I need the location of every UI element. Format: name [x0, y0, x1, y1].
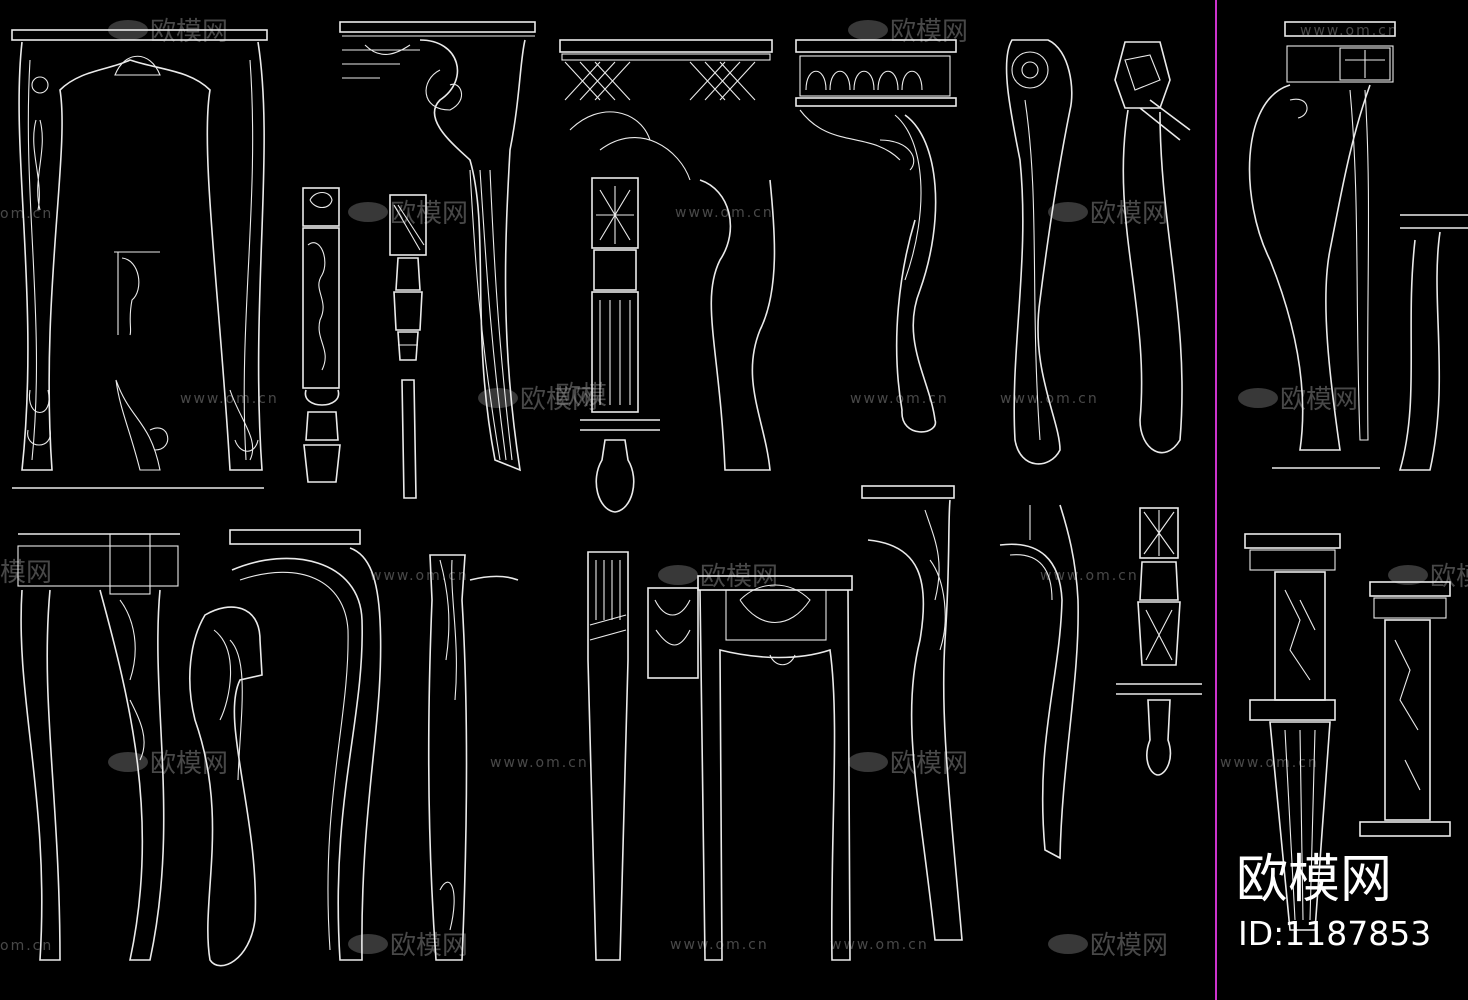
watermark-url: www.om.cn [675, 205, 774, 221]
watermark-logo-text: 欧模网 [150, 17, 228, 47]
watermark-logo-text: 欧模网 [390, 931, 468, 961]
watermark-url: www.om.cn [1220, 755, 1319, 771]
watermark-fragment: om.cn [0, 206, 53, 222]
brand-logo: 欧模网 [1236, 850, 1393, 910]
thin-curved-leg [861, 485, 963, 941]
watermark-url: www.om.cn [830, 937, 929, 953]
lattice-console-leg [559, 39, 776, 513]
watermark-logo-text: 欧模网 [1430, 562, 1468, 592]
watermark-logo-text: 欧模网 [1280, 385, 1358, 415]
watermark-sofa-icon [1388, 565, 1428, 585]
watermark-fragment: 欧模 [555, 381, 607, 411]
section-b-cabriole-leg [1248, 21, 1468, 471]
watermark-sofa-icon [848, 752, 888, 772]
watermark-logo-text: 欧模网 [1090, 199, 1168, 229]
turned-baluster-leg [1116, 507, 1202, 776]
carved-apron-table [647, 575, 853, 961]
watermark-sofa-icon [848, 20, 888, 40]
watermark-url: www.om.cn [670, 937, 769, 953]
watermark-logo-text: 欧模网 [520, 385, 598, 415]
console-table-front [11, 29, 268, 489]
watermark-url: www.om.cn [180, 391, 279, 407]
ornate-apron-leg [795, 39, 957, 433]
watermark-sofa-icon [348, 934, 388, 954]
fluted-straight-leg [587, 551, 629, 961]
scroll-leg [1005, 39, 1073, 465]
short-cabriole-leg-a [17, 533, 180, 961]
watermark-logo-text: 欧模网 [890, 17, 968, 47]
watermark-layer: 欧模网欧模网欧模网欧模网欧模网欧模网欧模网欧模网欧模网欧模网欧模网欧模网www.… [0, 17, 1468, 961]
leaf-carved-leg [427, 554, 519, 961]
watermark-logo-text: 欧模网 [700, 562, 778, 592]
s-curve-leg [999, 504, 1079, 860]
watermark-fragment: om.cn [0, 938, 53, 954]
hex-cabriole-leg [1114, 41, 1191, 454]
large-cabriole-leg [229, 529, 382, 961]
watermark-sofa-icon [1238, 388, 1278, 408]
carved-cabriole-leg [339, 21, 536, 472]
section-b-column-b [1359, 581, 1451, 837]
watermark-url: www.om.cn [370, 568, 469, 584]
watermark-logo-text: 欧模网 [890, 749, 968, 779]
watermark-logo-text: 欧模网 [1090, 931, 1168, 961]
turned-leg-carved [302, 187, 341, 483]
watermark-fragment: 模网 [0, 558, 52, 588]
watermark-sofa-icon [1048, 202, 1088, 222]
watermark-logo-text: 欧模网 [390, 199, 468, 229]
watermark-sofa-icon [1048, 934, 1088, 954]
watermark-sofa-icon [348, 202, 388, 222]
watermark-url: www.om.cn [1040, 568, 1139, 584]
section-b-column-a [1244, 533, 1341, 931]
asset-id-label: ID:1187853 [1238, 914, 1432, 953]
watermark-sofa-icon [658, 565, 698, 585]
tapered-leg [389, 194, 427, 499]
watermark-url: www.om.cn [490, 755, 589, 771]
watermark-url: www.om.cn [1300, 23, 1399, 39]
watermark-url: www.om.cn [850, 391, 949, 407]
dotted-carved-leg [189, 606, 263, 967]
